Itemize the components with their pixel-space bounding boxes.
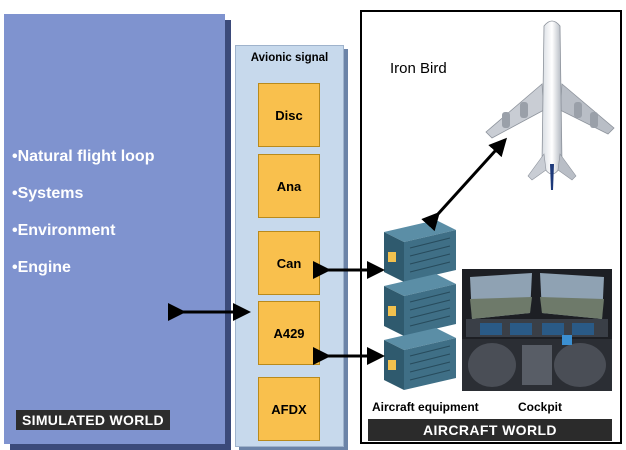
- double-arrow-icon: [421, 137, 508, 232]
- signal-can: Can: [258, 231, 320, 295]
- signal-a429: A429: [258, 301, 320, 365]
- avionic-signal-title: Avionic signal: [250, 52, 329, 64]
- airplane-icon: [485, 20, 615, 190]
- sim-item-natural-flight-loop: •Natural flight loop: [12, 148, 155, 165]
- simulated-world-panel: [4, 14, 225, 444]
- signal-disc: Disc: [258, 83, 320, 147]
- sim-item-engine: •Engine: [12, 259, 71, 276]
- sim-item-environment: •Environment: [12, 222, 116, 239]
- signal-afdx: AFDX: [258, 377, 320, 441]
- avionic-signal-column: Avionic signal Disc Ana Can A429 AFDX: [235, 45, 344, 447]
- iron-bird-label: Iron Bird: [390, 60, 447, 77]
- sim-item-systems: •Systems: [12, 185, 84, 202]
- aircraft-equipment-label: Aircraft equipment: [372, 400, 479, 414]
- aircraft-world-label: AIRCRAFT WORLD: [368, 419, 612, 441]
- signal-ana: Ana: [258, 154, 320, 218]
- cockpit-photo: [462, 269, 612, 391]
- cockpit-label: Cockpit: [518, 400, 563, 414]
- simulated-world-label: SIMULATED WORLD: [16, 410, 170, 430]
- simulated-world-list: •Natural flight loop •Systems •Environme…: [12, 146, 154, 294]
